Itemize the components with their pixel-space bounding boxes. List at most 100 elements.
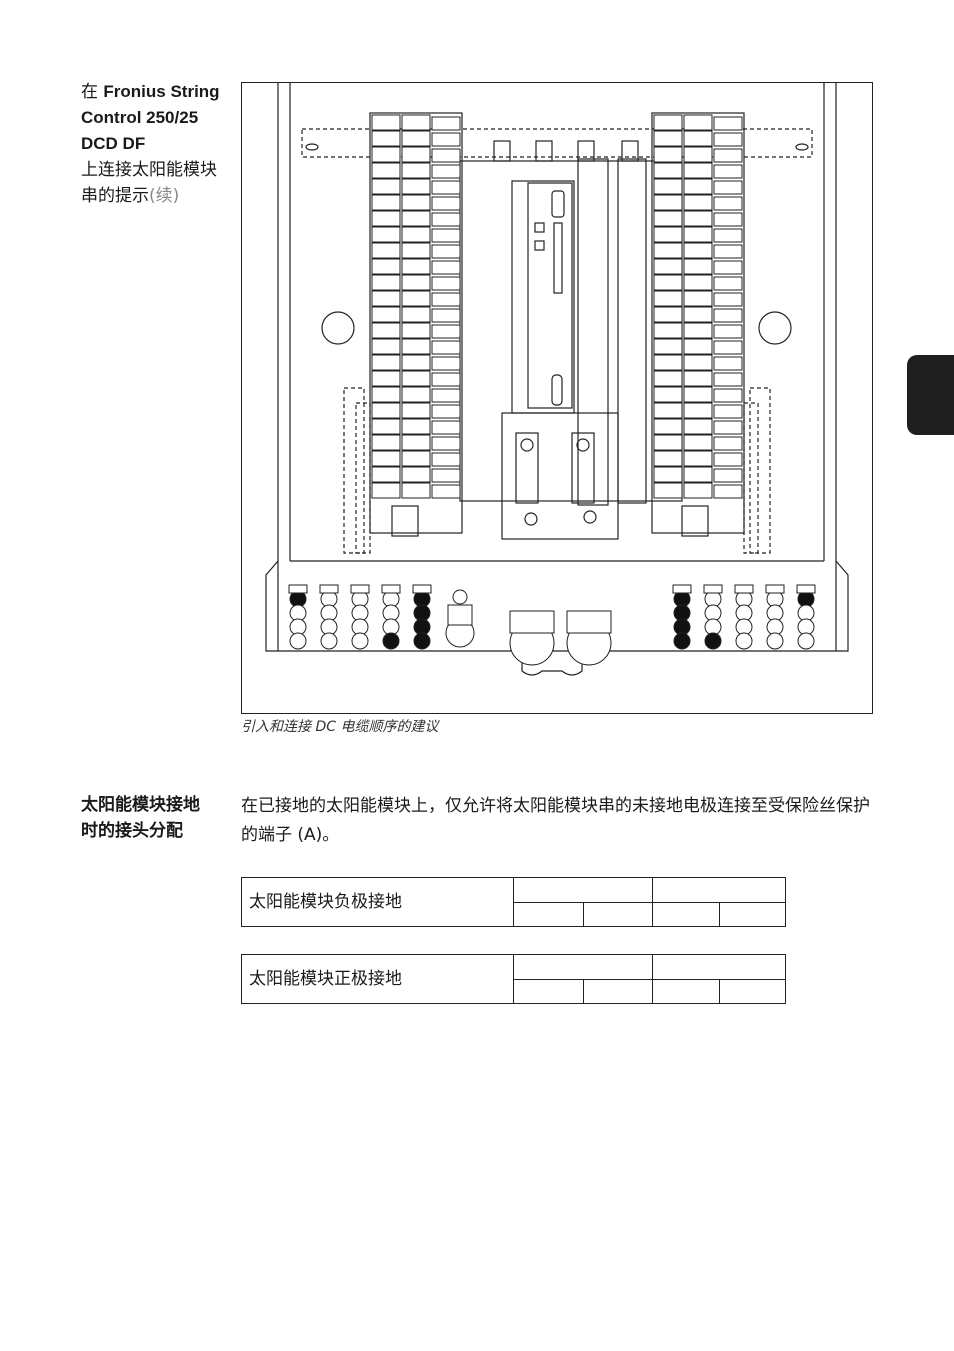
fuse-holder	[683, 386, 713, 403]
fuse-holder	[653, 338, 683, 355]
fuse-holder	[653, 242, 683, 259]
fuse-holder	[431, 484, 461, 499]
table-positive-grounding: 太阳能模块正极接地	[241, 954, 786, 1004]
fuse-holder	[713, 196, 743, 211]
fuse-holder	[401, 322, 431, 339]
fuse-holder	[371, 434, 401, 451]
gland-body	[447, 604, 473, 626]
fuse-holder	[713, 356, 743, 371]
fuse-holder	[713, 180, 743, 195]
fuse-holder	[653, 434, 683, 451]
fuse-holder	[431, 452, 461, 467]
fuse-holder	[713, 484, 743, 499]
fuse-holder	[653, 290, 683, 307]
table-cell-divider	[652, 878, 653, 926]
cable-gland	[382, 632, 400, 650]
fuse-holder	[431, 372, 461, 387]
cable-gland	[704, 632, 722, 650]
fuse-holder	[371, 418, 401, 435]
gland-nut	[319, 584, 339, 594]
fuse-holder	[653, 450, 683, 467]
fuse-holder	[713, 308, 743, 323]
fuse-holder	[401, 306, 431, 323]
fuse-holder	[431, 324, 461, 339]
fuse-holder	[371, 322, 401, 339]
fuse-holder	[371, 130, 401, 147]
fuse-holder	[683, 178, 713, 195]
fuse-holder	[653, 210, 683, 227]
fuse-holder	[713, 436, 743, 451]
fuse-holder	[653, 386, 683, 403]
fuse-holder	[401, 162, 431, 179]
fuse-holder	[431, 244, 461, 259]
fuse-holder	[371, 354, 401, 371]
fuse-holder	[713, 292, 743, 307]
fuse-holder	[713, 228, 743, 243]
fuse-holder	[683, 146, 713, 163]
fuse-holder	[371, 146, 401, 163]
fuse-holder	[401, 146, 431, 163]
fuse-holder	[683, 162, 713, 179]
fuse-holder	[401, 370, 431, 387]
fuse-holder	[401, 466, 431, 483]
section-heading-hints: 在 Fronius String Control 250/25 DCD DF 上…	[81, 79, 226, 209]
fuse-holder	[653, 162, 683, 179]
fuse-holder	[713, 468, 743, 483]
fuse-holder	[653, 306, 683, 323]
fuse-holder	[683, 290, 713, 307]
string-control-diagram	[265, 83, 849, 676]
fuse-holder	[401, 434, 431, 451]
fuse-holder	[401, 450, 431, 467]
grounding-paragraph: 在已接地的太阳能模块上，仅允许将太阳能模块串的未接地电极连接至受保险丝保护的端子…	[241, 796, 870, 845]
fuse-holder	[683, 242, 713, 259]
table-negative-label: 太阳能模块负极接地	[242, 878, 514, 926]
fuse-holder	[431, 468, 461, 483]
fuse-holder	[683, 450, 713, 467]
fuse-holder	[371, 226, 401, 243]
heading-prefix: 在	[81, 82, 98, 102]
fuse-holder	[431, 276, 461, 291]
table-cell-divider	[719, 979, 720, 1003]
gland-nut	[796, 584, 816, 594]
heading-continued: (续)	[149, 186, 180, 206]
fuse-holder	[713, 244, 743, 259]
heading-grounding-line1: 太阳能模块接地	[81, 795, 200, 815]
table-cell-divider	[719, 902, 720, 926]
fuse-holder	[371, 402, 401, 419]
gland-body	[509, 610, 555, 634]
wiring-diagram-figure	[241, 82, 873, 714]
fuse-holder	[683, 418, 713, 435]
fuse-holder	[371, 482, 401, 499]
fuse-holder	[713, 132, 743, 147]
cable-gland	[351, 632, 369, 650]
heading-suffix: 上连接太阳能模块串的提示	[81, 160, 217, 206]
heading-grounding-line2: 时的接头分配	[81, 821, 183, 841]
fuse-holder	[371, 290, 401, 307]
fuse-holder	[401, 386, 431, 403]
table-cell-divider	[583, 902, 584, 926]
fuse-holder	[371, 194, 401, 211]
fuse-holder	[713, 164, 743, 179]
figure-caption: 引入和连接 DC 电缆顺序的建议	[241, 719, 439, 735]
fuse-holder	[713, 404, 743, 419]
fuse-holder	[713, 260, 743, 275]
gland-nut	[672, 584, 692, 594]
fuse-holder	[653, 258, 683, 275]
fuse-holder	[683, 226, 713, 243]
table-divider	[514, 979, 785, 980]
cable-gland	[289, 632, 307, 650]
fuse-holder	[401, 274, 431, 291]
fuse-holder	[653, 370, 683, 387]
fuse-holder	[401, 178, 431, 195]
fuse-holder	[431, 260, 461, 275]
fuse-holder	[401, 338, 431, 355]
fuse-holder	[371, 338, 401, 355]
gland-nut	[703, 584, 723, 594]
fuse-holder	[371, 274, 401, 291]
table-negative-grounding: 太阳能模块负极接地	[241, 877, 786, 927]
fuse-holder	[371, 114, 401, 131]
fuse-holder	[431, 340, 461, 355]
fuse-holder	[401, 194, 431, 211]
gland-nut	[350, 584, 370, 594]
fuse-holder	[431, 164, 461, 179]
